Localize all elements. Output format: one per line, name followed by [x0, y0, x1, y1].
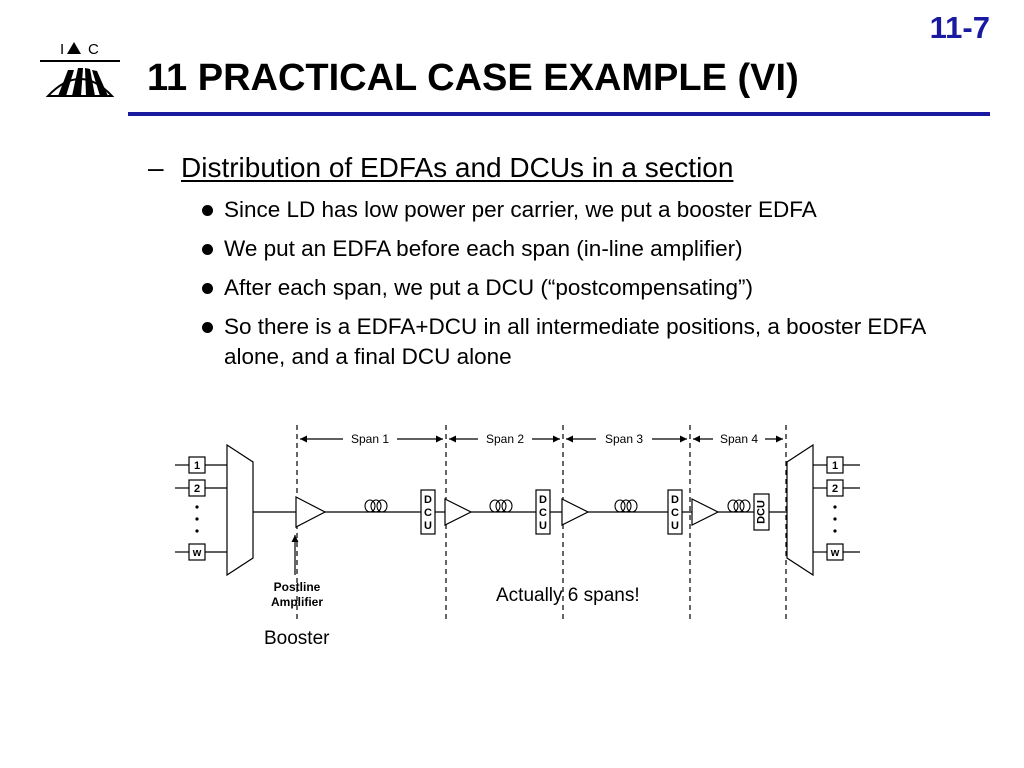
title-rule: [128, 112, 990, 116]
ellipsis-dot: [833, 529, 837, 533]
booster-label: Booster: [264, 628, 330, 649]
channel-label: 2: [194, 483, 200, 495]
span-label: Span 2: [486, 432, 524, 446]
ellipsis-dot: [195, 517, 199, 521]
dcu-letter: D: [671, 494, 679, 506]
logo-triangle-icon: [67, 42, 81, 54]
actually-spans-note: Actually 6 spans!: [496, 585, 640, 606]
inline-amplifier-icon: [444, 498, 473, 526]
ellipsis-dot: [195, 529, 199, 533]
ellipsis-dot: [833, 505, 837, 509]
channel-label: 1: [832, 460, 838, 472]
dcu-letter: C: [671, 507, 679, 519]
postline-label-line1: Postline: [274, 580, 321, 594]
bullet-item: After each span, we put a DCU (“postcomp…: [200, 273, 990, 303]
inline-amplifier-icon: [561, 498, 590, 526]
subheading-text: Distribution of EDFAs and DCUs in a sect…: [181, 152, 734, 183]
dcu-letter: U: [424, 520, 432, 532]
bullet-item: So there is a EDFA+DCU in all intermedia…: [200, 312, 990, 372]
bullet-item: We put an EDFA before each span (in-line…: [200, 234, 990, 264]
bullet-list: Since LD has low power per carrier, we p…: [200, 195, 990, 381]
channel-label: 2: [832, 483, 838, 495]
channel-label: w: [192, 547, 202, 559]
dcu-final-label: DCU: [755, 500, 767, 524]
dcu-letter: U: [539, 520, 547, 532]
dcu-letter: D: [424, 494, 432, 506]
inline-amplifier-icon: [691, 498, 720, 526]
fiber-coil-icon: [364, 499, 388, 513]
span-label: Span 1: [351, 432, 389, 446]
dcu-letter: U: [671, 520, 679, 532]
dcu-box: [667, 489, 683, 535]
span-label: Span 3: [605, 432, 643, 446]
logo-letter-c: C: [88, 41, 99, 58]
subheading-dash: –: [148, 152, 164, 183]
page-number: 11-7: [929, 10, 990, 45]
dcu-box-final: [753, 493, 770, 531]
subheading: –Distribution of EDFAs and DCUs in a sec…: [148, 152, 733, 184]
logo-letter-i: I: [60, 41, 64, 58]
dcu-letter: D: [539, 494, 547, 506]
dcu-box: [535, 489, 551, 535]
fiber-coil-icon: [614, 499, 638, 513]
channel-label: 1: [194, 460, 200, 472]
iac-logo: I C: [40, 41, 120, 97]
ellipsis-dot: [833, 517, 837, 521]
postline-label-line2: Amplifier: [271, 595, 323, 609]
fiber-coil-icon: [489, 499, 513, 513]
channel-label: w: [830, 547, 840, 559]
page-title: 11 PRACTICAL CASE EXAMPLE (VI): [147, 57, 799, 99]
ellipsis-dot: [195, 505, 199, 509]
booster-amplifier-icon: [295, 496, 327, 528]
fiber-coil-icon: [727, 499, 751, 513]
dcu-box: [420, 489, 436, 535]
span-label: Span 4: [720, 432, 758, 446]
dcu-letter: C: [539, 507, 547, 519]
link-diagram: D C U D C U D C U DCU Span 1 Span 2 Span…: [175, 425, 860, 620]
dcu-letter: C: [424, 507, 432, 519]
bullet-item: Since LD has low power per carrier, we p…: [200, 195, 990, 225]
